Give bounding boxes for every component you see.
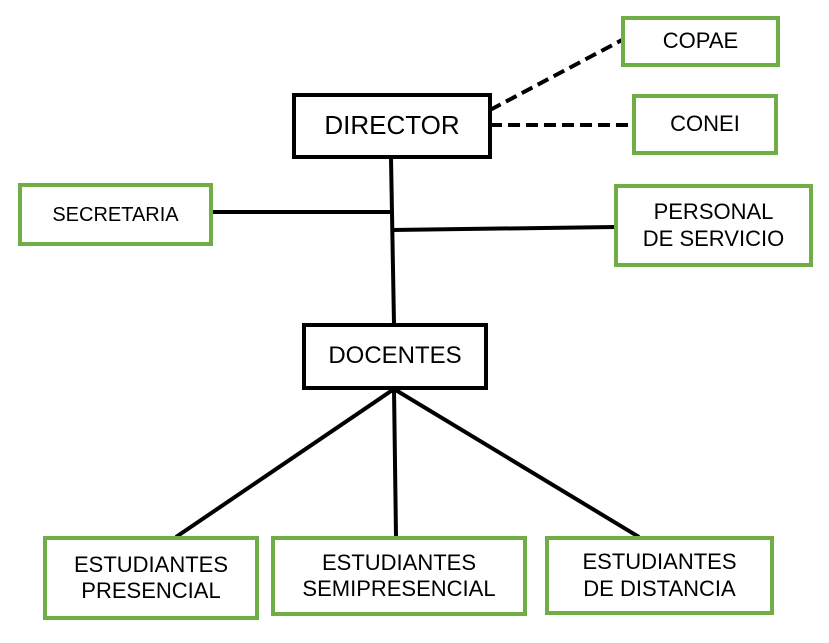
node-director: DIRECTOR	[292, 93, 492, 159]
connector-personal	[391, 225, 616, 232]
node-conei: CONEI	[632, 94, 778, 155]
connector-docentes-distancia	[392, 387, 641, 539]
node-copae-label: COPAE	[662, 28, 739, 54]
node-est-semipresencial-label: ESTUDIANTES SEMIPRESENCIAL	[302, 549, 496, 601]
node-est-semipresencial: ESTUDIANTES SEMIPRESENCIAL	[271, 536, 527, 616]
node-director-label: DIRECTOR	[324, 110, 460, 141]
connector-docentes-presencial	[174, 387, 396, 539]
node-secretaria-label: SECRETARIA	[52, 203, 179, 226]
node-personal: PERSONAL DE SERVICIO	[614, 184, 813, 267]
node-est-distancia: ESTUDIANTES DE DISTANCIA	[545, 536, 774, 615]
node-secretaria: SECRETARIA	[18, 183, 213, 246]
node-personal-label: PERSONAL DE SERVICIO	[642, 199, 785, 251]
node-docentes-label: DOCENTES	[328, 342, 462, 370]
node-est-presencial: ESTUDIANTES PRESENCIAL	[43, 536, 259, 620]
node-copae: COPAE	[621, 16, 780, 67]
connector-director-docentes	[389, 157, 396, 325]
node-conei-label: CONEI	[670, 111, 740, 137]
connector-docentes-semipresencial	[392, 388, 398, 538]
node-docentes: DOCENTES	[302, 323, 488, 390]
connector-director-copae	[489, 38, 623, 112]
node-est-presencial-label: ESTUDIANTES PRESENCIAL	[73, 551, 229, 603]
node-est-distancia-label: ESTUDIANTES DE DISTANCIA	[582, 549, 737, 601]
